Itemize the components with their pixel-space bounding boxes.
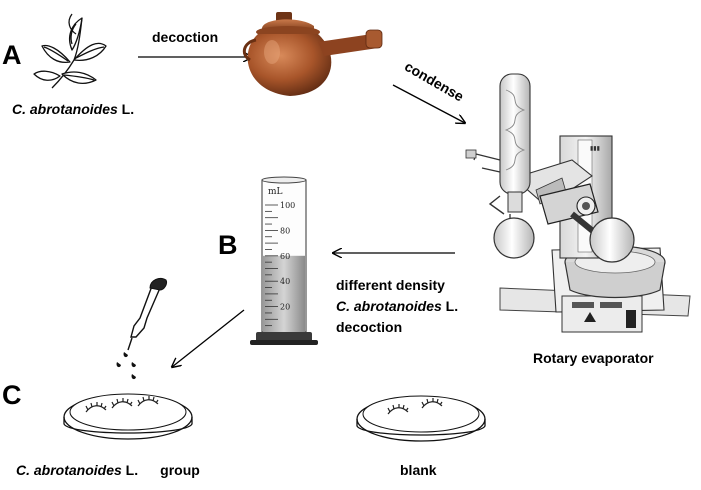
density-line-2-suffix: L.: [441, 298, 459, 314]
cylinder-tick-label: 20: [280, 303, 290, 312]
plant-icon: [33, 13, 107, 89]
density-line-3: decoction: [336, 319, 403, 335]
cylinder-tick-label: 80: [280, 226, 290, 235]
arrow-to-dish: [172, 309, 245, 367]
density-line-2-italic: C. abrotanoides: [336, 298, 442, 314]
plant-name-label: C. abrotanoides L.: [12, 101, 134, 117]
cylinder-tick-group: 100 80 60 40 20 mL: [265, 187, 295, 327]
decoction-label: decoction: [152, 29, 219, 45]
evaporator-label: Rotary evaporator: [533, 350, 654, 366]
group-dish-word: group: [160, 462, 200, 478]
plant-name-italic: C. abrotanoides: [12, 101, 118, 117]
petri-dish-blank: [356, 395, 486, 442]
plant-name-suffix: L.: [117, 101, 135, 117]
arrow-condense: [392, 84, 465, 123]
cylinder-tick-label: 60: [280, 252, 290, 261]
density-line-1: different density: [336, 277, 445, 293]
cylinder-tick-label: 40: [280, 277, 290, 286]
density-text-block: different density C. abrotanoides L. dec…: [336, 275, 458, 338]
group-dish-italic: C. abrotanoides: [16, 462, 122, 478]
cylinder-unit-label: mL: [268, 187, 283, 197]
blank-dish-label: blank: [400, 462, 437, 478]
group-dish-suffix: L.: [121, 462, 139, 478]
panel-letter-c: C: [2, 380, 22, 410]
svg-text:▮▮▮: ▮▮▮: [590, 146, 600, 152]
petri-dish-group: [63, 393, 193, 440]
larvae-blank: [387, 398, 443, 415]
panel-letter-a: A: [2, 40, 22, 70]
dropper-icon: [116, 277, 167, 380]
group-dish-label: C. abrotanoides L. group: [16, 462, 200, 478]
clay-pot-icon: [242, 12, 383, 96]
larvae-group: [85, 396, 159, 413]
panel-letter-b: B: [218, 230, 238, 260]
graduated-cylinder-icon: 100 80 60 40 20 mL: [250, 176, 318, 345]
density-line-2: C. abrotanoides L.: [336, 296, 458, 317]
rotary-evaporator-icon: ▮▮▮: [465, 73, 691, 333]
cylinder-tick-label: 100: [280, 201, 295, 210]
